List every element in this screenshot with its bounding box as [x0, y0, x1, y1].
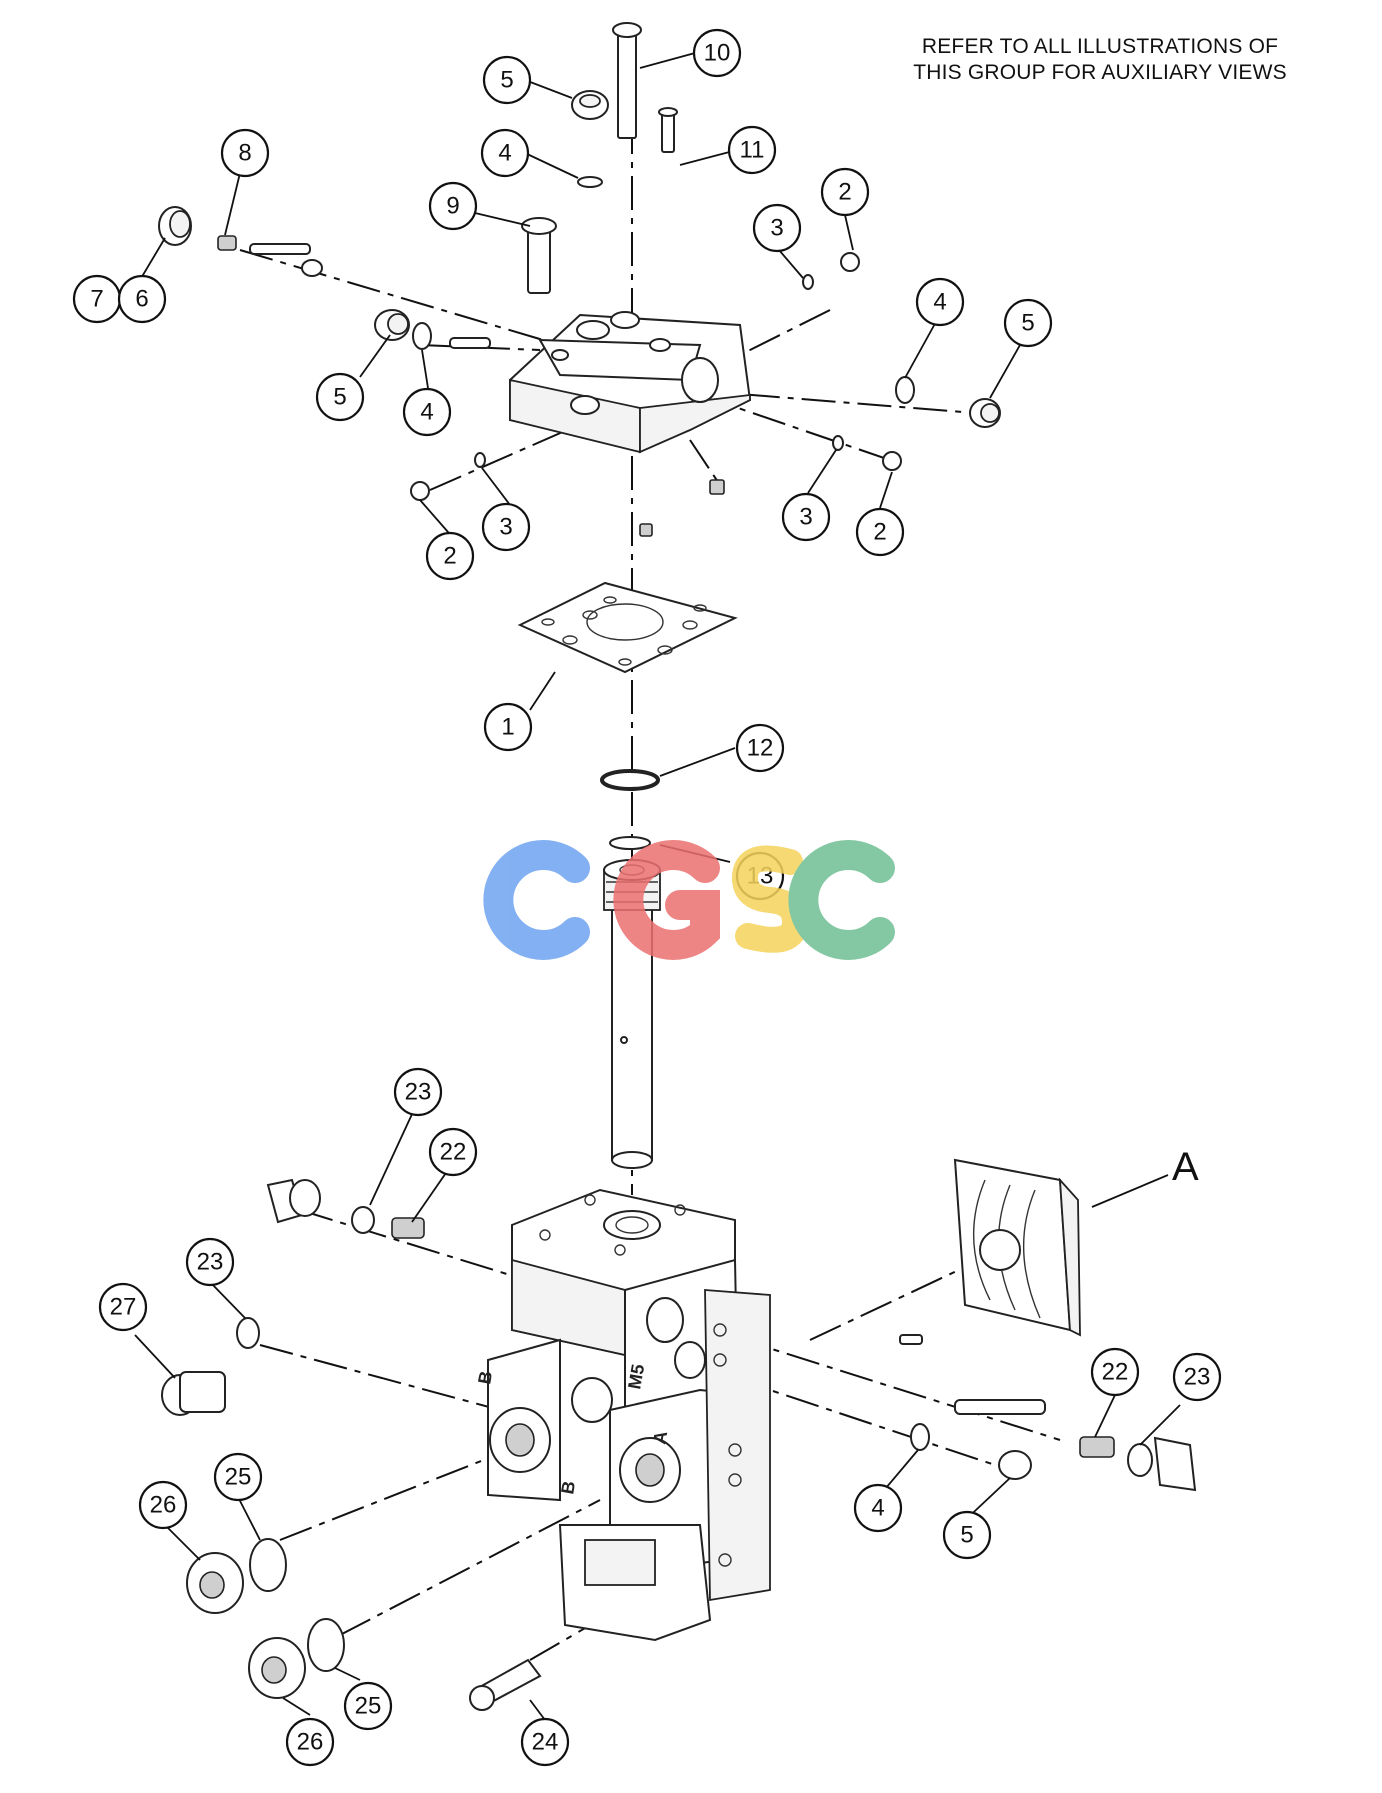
callout-27: 27 — [98, 1282, 148, 1332]
callout-24: 24 — [520, 1717, 570, 1767]
callout-23: 23 — [1172, 1352, 1222, 1402]
callout-2: 2 — [425, 531, 475, 581]
svg-text:27: 27 — [110, 1294, 137, 1321]
port-m5-stamp: M5 — [624, 1363, 648, 1391]
callout-26: 26 — [285, 1717, 335, 1767]
svg-text:5: 5 — [1021, 310, 1034, 337]
svg-text:23: 23 — [405, 1079, 432, 1106]
svg-text:8: 8 — [238, 140, 251, 167]
gasket — [517, 581, 738, 674]
callout-2: 2 — [820, 167, 870, 217]
svg-text:3: 3 — [770, 215, 783, 242]
callout-5: 5 — [942, 1510, 992, 1560]
callout-5: 5 — [482, 55, 532, 105]
callout-22: 22 — [428, 1127, 478, 1177]
svg-text:5: 5 — [960, 1522, 973, 1549]
valve-body-stamps: B M5 A B — [474, 1363, 671, 1496]
callout-4: 4 — [853, 1483, 903, 1533]
svg-text:4: 4 — [420, 399, 433, 426]
svg-text:4: 4 — [933, 289, 946, 316]
svg-text:5: 5 — [333, 384, 346, 411]
small-parts — [158, 22, 1197, 1711]
callout-5: 5 — [1003, 298, 1053, 348]
callout-25: 25 — [213, 1452, 263, 1502]
svg-text:26: 26 — [150, 1492, 177, 1519]
o-ring-seals — [600, 769, 660, 850]
svg-text:12: 12 — [747, 735, 774, 762]
view-a-cover — [953, 1158, 1081, 1337]
svg-text:7: 7 — [90, 286, 103, 313]
callouts: 10 5 4 11 8 9 2 3 7 6 4 5 5 4 2 3 3 2 1 … — [72, 28, 1222, 1767]
callout-1: 1 — [483, 702, 533, 752]
svg-text:25: 25 — [355, 1693, 382, 1720]
svg-text:3: 3 — [799, 504, 812, 531]
valve-cover — [509, 311, 752, 454]
callout-26: 26 — [138, 1480, 188, 1530]
callout-4: 4 — [402, 387, 452, 437]
callout-2: 2 — [855, 507, 905, 557]
svg-text:1: 1 — [501, 714, 514, 741]
note-line-1: REFER TO ALL ILLUSTRATIONS OF — [921, 35, 1279, 58]
svg-text:4: 4 — [498, 140, 511, 167]
svg-text:2: 2 — [838, 179, 851, 206]
svg-text:4: 4 — [871, 1495, 884, 1522]
callout-25: 25 — [343, 1681, 393, 1731]
view-a-label: A — [1172, 1145, 1199, 1189]
svg-text:2: 2 — [873, 519, 886, 546]
callout-10: 10 — [692, 28, 742, 78]
callout-8: 8 — [220, 128, 270, 178]
svg-text:23: 23 — [1184, 1364, 1211, 1391]
port-b-stamp: B — [474, 1369, 496, 1385]
svg-text:24: 24 — [532, 1729, 559, 1756]
svg-text:6: 6 — [135, 286, 148, 313]
svg-text:23: 23 — [197, 1249, 224, 1276]
callout-3: 3 — [481, 502, 531, 552]
callout-7: 7 — [72, 274, 122, 324]
svg-text:26: 26 — [297, 1729, 324, 1756]
svg-text:3: 3 — [499, 514, 512, 541]
svg-text:22: 22 — [1102, 1359, 1129, 1386]
cgsc-watermark-logo — [483, 840, 895, 960]
svg-text:2: 2 — [443, 543, 456, 570]
callout-3: 3 — [752, 203, 802, 253]
callout-4: 4 — [480, 128, 530, 178]
note-line-2: THIS GROUP FOR AUXILIARY VIEWS — [913, 61, 1287, 84]
callout-11: 11 — [727, 125, 777, 175]
svg-text:11: 11 — [740, 137, 765, 164]
callout-22: 22 — [1090, 1347, 1140, 1397]
callout-9: 9 — [428, 181, 478, 231]
port-a-stamp: A — [649, 1429, 671, 1445]
callout-3: 3 — [781, 492, 831, 542]
callout-6: 6 — [117, 274, 167, 324]
svg-text:25: 25 — [225, 1464, 252, 1491]
svg-text:10: 10 — [704, 40, 731, 67]
callout-12: 12 — [735, 723, 785, 773]
callout-5: 5 — [315, 372, 365, 422]
callout-23: 23 — [185, 1237, 235, 1287]
svg-text:22: 22 — [440, 1139, 467, 1166]
callout-23: 23 — [393, 1067, 443, 1117]
port-b-lower-stamp: B — [557, 1479, 579, 1495]
callout-4: 4 — [915, 277, 965, 327]
valve-body — [487, 1188, 771, 1642]
auxiliary-views-note: REFER TO ALL ILLUSTRATIONS OF THIS GROUP… — [880, 34, 1320, 86]
svg-text:9: 9 — [446, 193, 459, 220]
svg-text:5: 5 — [500, 67, 513, 94]
